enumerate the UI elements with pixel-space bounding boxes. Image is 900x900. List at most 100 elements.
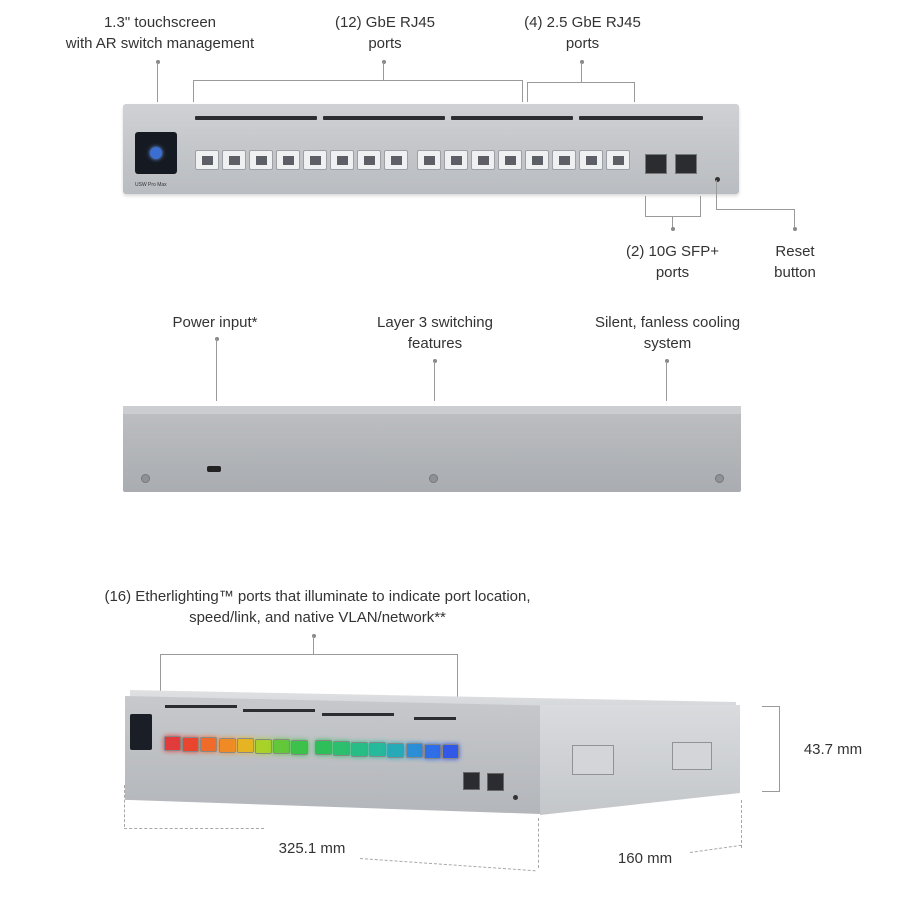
sfp-port[interactable] <box>463 772 480 790</box>
ge25-bracket-top <box>527 82 635 83</box>
vent-slot <box>243 709 315 712</box>
etherlighting-port[interactable] <box>218 737 236 753</box>
sfp-port[interactable] <box>487 773 504 791</box>
etherlighting-bracket-top <box>160 654 458 655</box>
reset-button[interactable] <box>715 177 720 182</box>
sfp-port[interactable] <box>675 154 697 174</box>
etherlighting-port[interactable] <box>351 741 368 757</box>
etherlighting-port[interactable] <box>200 737 218 753</box>
sfp-bracket-right <box>700 196 701 216</box>
height-dimension-label: 43.7 mm <box>803 741 863 758</box>
cooling-leader-line <box>666 361 667 401</box>
etherlighting-label: (16) Etherlighting™ ports that illuminat… <box>104 588 531 626</box>
rj45-port[interactable] <box>330 150 354 170</box>
width-dimension-line-right <box>359 858 536 872</box>
vent-slot <box>195 116 317 120</box>
touchscreen-leader-dot <box>156 60 160 64</box>
switch-front-view: USW Pro Max <box>123 104 739 194</box>
reset-leader-drop <box>794 209 795 227</box>
side-vent <box>572 745 614 775</box>
etherlighting-leader-stem <box>313 636 314 654</box>
back-top-edge <box>123 406 741 414</box>
etherlighting-port[interactable] <box>236 738 254 754</box>
etherlighting-leader-dot <box>312 634 316 638</box>
touchscreen[interactable] <box>135 132 177 174</box>
rj45-port[interactable] <box>357 150 381 170</box>
height-dimension-top <box>762 706 780 707</box>
etherlighting-port[interactable] <box>332 740 350 756</box>
gbe-bracket-left <box>193 80 194 102</box>
reset-label: Reset button <box>774 243 816 281</box>
ge25-bracket-left <box>527 82 528 102</box>
vent-slot <box>414 717 456 720</box>
etherlighting-port[interactable] <box>164 736 181 751</box>
screw-icon <box>429 474 438 483</box>
rj45-port[interactable] <box>417 150 441 170</box>
layer3-leader-line <box>434 361 435 401</box>
etherlighting-port[interactable] <box>314 740 332 756</box>
etherlighting-port[interactable] <box>273 739 291 755</box>
gbe-ports-label: (12) GbE RJ45 ports <box>334 14 436 52</box>
power-leader-dot <box>215 337 219 341</box>
screw-icon <box>715 474 724 483</box>
rj45-port[interactable] <box>276 150 300 170</box>
sfp-bracket-left <box>645 196 646 216</box>
sfp-leader-dot <box>671 227 675 231</box>
ge25-leader-stem <box>581 62 582 82</box>
gbe-leader-dot <box>382 60 386 64</box>
reset-leader-dot <box>793 227 797 231</box>
sfp-port[interactable] <box>645 154 667 174</box>
rj45-port[interactable] <box>498 150 522 170</box>
side-vent <box>672 742 712 770</box>
width-dimension-label: 325.1 mm <box>278 840 346 857</box>
etherlighting-port[interactable] <box>442 744 459 760</box>
reset-leader-stem <box>716 180 717 209</box>
vent-slot <box>323 116 445 120</box>
etherlighting-port[interactable] <box>369 742 387 758</box>
rj45-port[interactable] <box>303 150 327 170</box>
ge25-bracket-right <box>634 82 635 102</box>
rj45-port[interactable] <box>579 150 603 170</box>
etherlighting-port[interactable] <box>405 743 423 759</box>
height-dimension-vertical <box>779 706 780 792</box>
depth-dimension-line <box>689 844 742 853</box>
depth-dimension-label: 160 mm <box>617 850 673 867</box>
rj45-port[interactable] <box>384 150 408 170</box>
screen-indicator-icon <box>150 147 162 159</box>
sfp-leader-stem <box>672 216 673 228</box>
reset-button[interactable] <box>513 795 518 800</box>
power-leader-line <box>216 339 217 401</box>
touchscreen[interactable] <box>130 714 152 750</box>
layer3-label: Layer 3 switching features <box>377 314 493 352</box>
rj45-port[interactable] <box>525 150 549 170</box>
etherlighting-port[interactable] <box>182 736 200 752</box>
rj45-port[interactable] <box>471 150 495 170</box>
model-label: USW Pro Max <box>135 182 167 188</box>
rj45-port[interactable] <box>195 150 219 170</box>
etherlighting-port[interactable] <box>255 738 272 754</box>
width-dimension-right <box>538 818 539 868</box>
power-input-port[interactable] <box>207 466 221 472</box>
depth-dimension-right <box>741 800 742 848</box>
rj45-port[interactable] <box>249 150 273 170</box>
cooling-label: Silent, fanless cooling system <box>594 314 741 352</box>
rj45-port[interactable] <box>444 150 468 170</box>
layer3-leader-dot <box>433 359 437 363</box>
screw-icon <box>141 474 150 483</box>
touchscreen-label: 1.3" touchscreen with AR switch manageme… <box>65 14 255 52</box>
rj45-port[interactable] <box>552 150 576 170</box>
switch-back-view <box>123 406 741 492</box>
etherlighting-port[interactable] <box>423 743 441 759</box>
power-input-label: Power input* <box>172 314 258 331</box>
rj45-port[interactable] <box>222 150 246 170</box>
etherlighting-port[interactable] <box>387 742 405 758</box>
reset-leader-horizontal <box>716 209 794 210</box>
sfp-bracket-bottom <box>645 216 701 217</box>
touchscreen-leader-line <box>157 62 158 102</box>
gbe-bracket-right <box>522 80 523 102</box>
width-dimension-line-left <box>124 828 264 829</box>
vent-slot <box>322 713 394 716</box>
sfp-ports-label: (2) 10G SFP+ ports <box>626 243 719 281</box>
rj45-port[interactable] <box>606 150 630 170</box>
etherlighting-port[interactable] <box>291 739 309 755</box>
